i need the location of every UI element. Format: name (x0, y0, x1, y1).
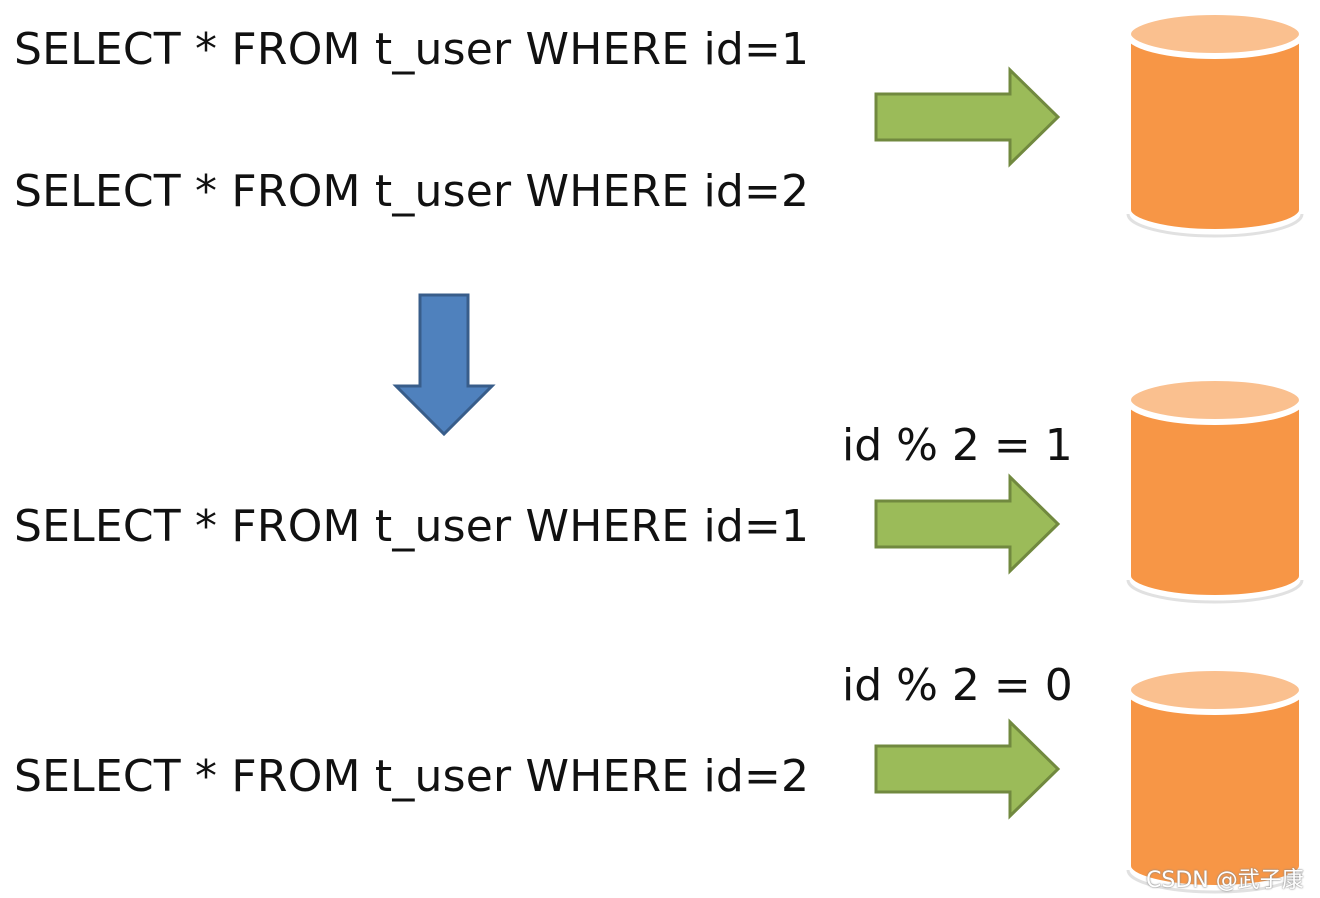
sql-query-id-1-sharded: SELECT * FROM t_user WHERE id=1 (14, 501, 810, 552)
arrow-right-icon (874, 473, 1061, 575)
arrow-down-icon (392, 293, 496, 437)
arrow-right-icon (874, 718, 1061, 820)
shard-condition-even: id % 2 = 0 (842, 660, 1073, 711)
shard-condition-odd: id % 2 = 1 (842, 420, 1073, 471)
arrow-right-icon (874, 66, 1061, 168)
sql-query-id-2: SELECT * FROM t_user WHERE id=2 (14, 166, 810, 217)
database-icon (1125, 665, 1305, 894)
database-icon (1125, 375, 1305, 604)
database-icon (1125, 9, 1305, 238)
sql-query-id-1: SELECT * FROM t_user WHERE id=1 (14, 24, 810, 75)
sql-query-id-2-sharded: SELECT * FROM t_user WHERE id=2 (14, 751, 810, 802)
watermark: CSDN @武子康 (1146, 868, 1304, 893)
